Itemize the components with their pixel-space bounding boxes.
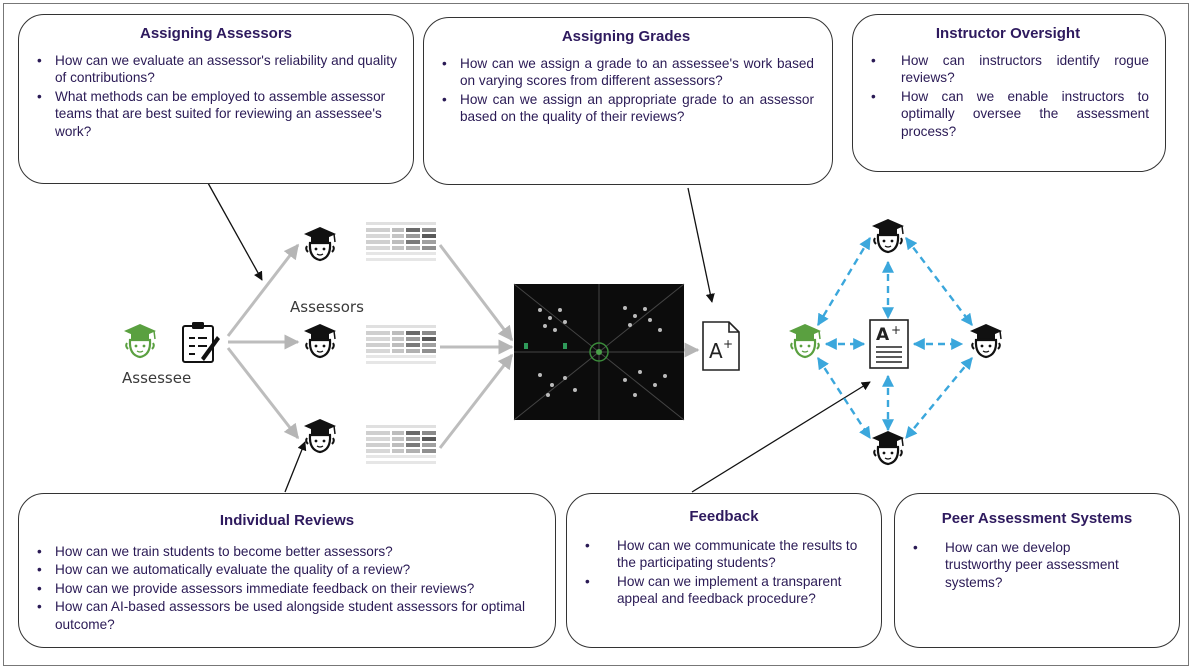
arrow-feedback-to-peer	[691, 381, 871, 493]
peer-assessor-icon	[968, 322, 1004, 359]
peer-assessor-icon	[870, 217, 906, 254]
box-title: Assigning Assessors	[140, 25, 292, 42]
rubric-icon	[366, 222, 436, 261]
list-item: How can we communicate the results to th…	[581, 537, 867, 572]
list-item: How can we implement a transparent appea…	[581, 573, 867, 608]
assessors-label: Assessors	[290, 298, 364, 316]
list-item: How can we develop trustworthy peer asse…	[909, 539, 1165, 591]
assigning-grades-box: Assigning Grades How can we assign a gra…	[423, 17, 833, 185]
assessee-label: Assessee	[122, 369, 192, 387]
box-title: Assigning Grades	[561, 28, 691, 45]
clipboard-icon	[182, 322, 220, 363]
individual-reviews-box: Individual Reviews How can we train stud…	[18, 493, 556, 648]
list-item: How can we assign an appropriate grade t…	[438, 91, 814, 126]
assessee-icon	[122, 322, 158, 359]
arrow-grades-to-grade	[687, 187, 715, 303]
list-item: How can we automatically evaluate the qu…	[33, 561, 541, 579]
list-item: How can we enable instructors to optimal…	[867, 88, 1149, 140]
assessor-icon	[302, 225, 338, 262]
assigning-assessors-box: Assigning Assessors How can we evaluate …	[18, 14, 414, 184]
list-item: What methods can be employed to assemble…	[33, 88, 399, 140]
instructor-oversight-box: Instructor Oversight How can instructors…	[852, 14, 1166, 172]
list-item: How can we train students to become bett…	[33, 543, 541, 561]
peer-assessee-icon	[787, 322, 823, 359]
rubric-icon	[366, 325, 436, 364]
grade-document-icon: A +	[702, 321, 740, 371]
feedback-box: Feedback How can we communicate the resu…	[566, 493, 882, 648]
svg-text:+: +	[723, 337, 733, 351]
rubric-icon	[366, 425, 436, 464]
box-title: Individual Reviews	[219, 512, 355, 529]
arrow-reviews-to-assessor	[284, 441, 307, 493]
list-item: How can we evaluate an assessor's reliab…	[33, 52, 399, 87]
assessor-icon	[302, 322, 338, 359]
figure-frame	[3, 3, 1189, 666]
assessor-icon	[302, 417, 338, 454]
ai-analytics-panel-icon	[513, 283, 685, 421]
list-item: How can we assign a grade to an assessee…	[438, 55, 814, 90]
list-item: How can we provide assessors immediate f…	[33, 580, 541, 598]
list-item: How can AI-based assessors be used along…	[33, 598, 541, 633]
box-title: Peer Assessment Systems	[941, 510, 1133, 527]
box-title: Feedback	[689, 508, 759, 525]
peer-assessor-icon	[870, 429, 906, 466]
svg-text:+: +	[891, 323, 901, 337]
peer-grade-document-icon: A +	[869, 319, 909, 369]
box-title: Instructor Oversight	[935, 25, 1081, 42]
arrow-assessors-to-team	[207, 182, 263, 281]
svg-text:A: A	[709, 339, 723, 363]
peer-assessment-systems-box: Peer Assessment Systems How can we devel…	[894, 493, 1180, 648]
svg-text:A: A	[876, 325, 890, 345]
list-item: How can instructors identify rogue revie…	[867, 52, 1149, 87]
